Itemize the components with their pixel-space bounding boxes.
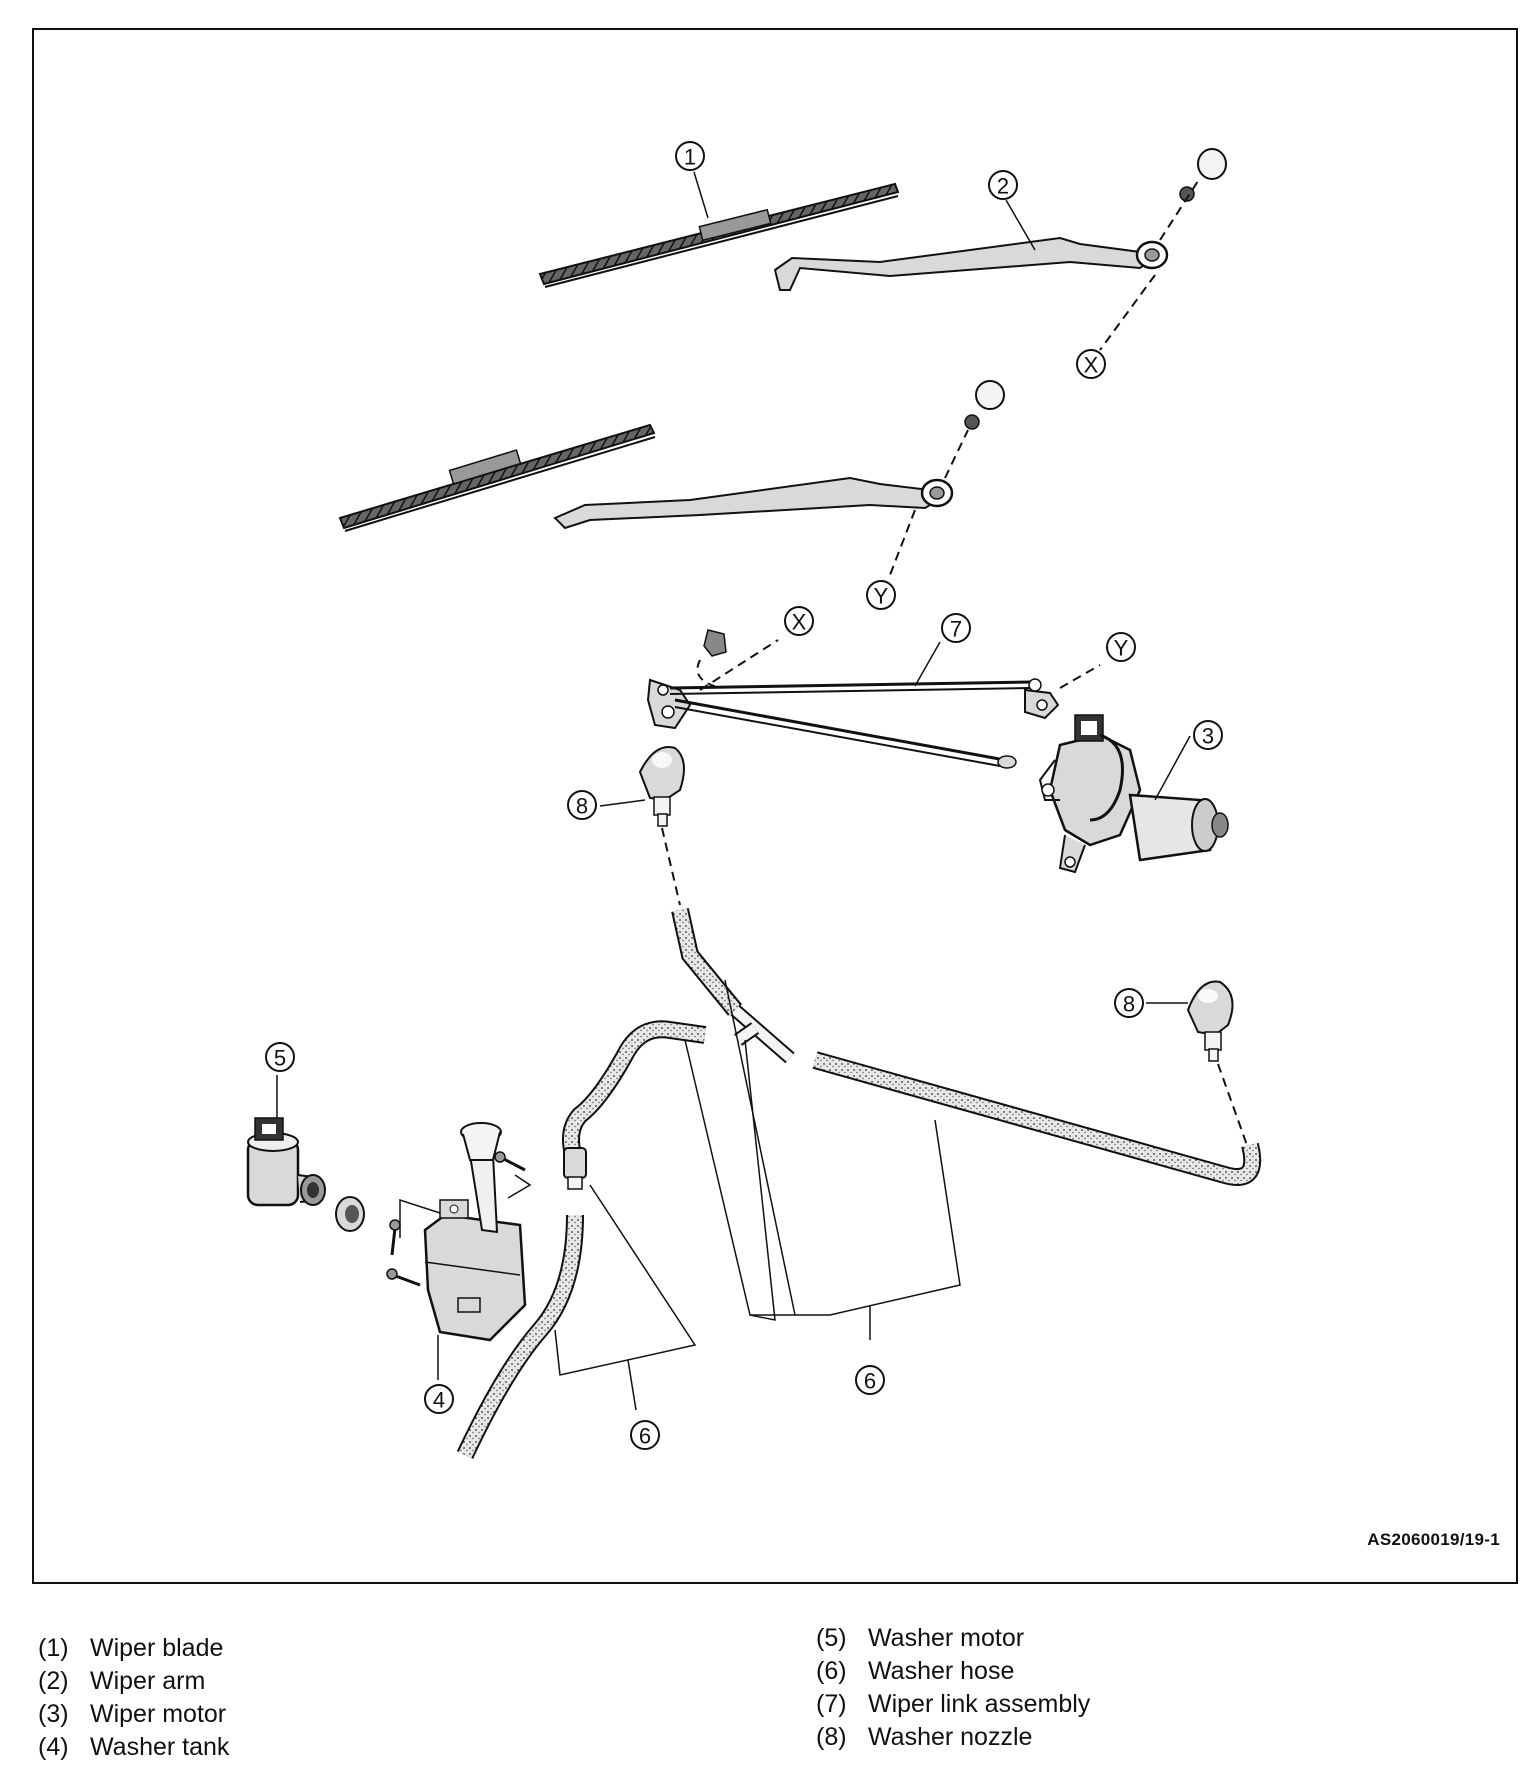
figure-reference-code: AS2060019/19-1 (1367, 1530, 1500, 1549)
washer-motor (246, 1075, 365, 1232)
wiper-arm-upper (773, 148, 1227, 351)
callout-label: Y (874, 584, 889, 609)
legend-item: (4) Washer tank (38, 1731, 229, 1764)
callout-3: 3 (1193, 720, 1223, 750)
legend-number: (6) (816, 1657, 847, 1685)
legend-label: Washer tank (90, 1733, 230, 1761)
wiper-link-assembly (646, 629, 1101, 769)
legend-right-column: (5) Washer motor (6) Washer hose (7) Wiper … (816, 1622, 1090, 1754)
legend-label: Washer hose (868, 1657, 1015, 1685)
callout-label: 8 (1123, 992, 1135, 1017)
callout-label: 8 (576, 794, 588, 819)
callout-label: Y (1114, 636, 1129, 661)
callout-label: 4 (433, 1388, 445, 1413)
callout-leaders (599, 171, 1191, 1004)
washer-nozzle-right (1186, 980, 1249, 1149)
legend-label: Wiper motor (90, 1700, 227, 1728)
legend-number: (4) (38, 1733, 69, 1761)
callout-6-right: 6 (855, 1365, 885, 1395)
washer-nozzle-upper (638, 746, 685, 906)
callout-7: 7 (941, 613, 971, 643)
callout-5: 5 (265, 1042, 295, 1072)
wiper-blade-upper (538, 182, 900, 288)
legend-item: (3) Wiper motor (38, 1698, 229, 1731)
legend-label: Wiper blade (90, 1634, 224, 1662)
legend-item: (1) Wiper blade (38, 1632, 229, 1665)
legend-number: (5) (816, 1624, 847, 1652)
legend-item: (7) Wiper link assembly (816, 1688, 1090, 1721)
wiper-blade-lower (338, 423, 656, 532)
wiper-motor (1038, 714, 1229, 874)
callout-6-left: 6 (630, 1420, 660, 1450)
legend-label: Wiper arm (90, 1667, 206, 1695)
diagram-frame (32, 28, 1518, 1584)
callout-label: X (792, 610, 807, 635)
callout-y-arm: Y (866, 580, 896, 610)
washer-hose-set (456, 908, 1262, 1459)
callout-label: 3 (1202, 724, 1214, 749)
washer-tank (386, 1122, 532, 1380)
legend-label: Wiper link assembly (868, 1690, 1091, 1718)
callout-label: X (1084, 353, 1099, 378)
callout-x-link: X (784, 606, 814, 636)
legend-number: (2) (38, 1667, 69, 1695)
callout-label: 1 (684, 145, 696, 170)
legend-number: (3) (38, 1700, 69, 1728)
callout-label: 5 (274, 1046, 286, 1071)
legend-left-column: (1) Wiper blade (2) Wiper arm (3) Wiper mot… (38, 1632, 229, 1764)
callout-x-top: X (1076, 349, 1106, 379)
legend-number: (7) (816, 1690, 847, 1718)
legend-item: (5) Washer motor (816, 1622, 1090, 1655)
callout-label: 6 (864, 1369, 876, 1394)
callout-label: 2 (997, 174, 1009, 199)
callout-y-link: Y (1106, 632, 1136, 662)
callout-1: 1 (675, 141, 705, 171)
legend-item: (2) Wiper arm (38, 1665, 229, 1698)
callout-8-right: 8 (1114, 988, 1144, 1018)
legend-number: (1) (38, 1634, 69, 1662)
callout-2: 2 (988, 170, 1018, 200)
legend-number: (8) (816, 1723, 847, 1751)
callout-label: 7 (950, 617, 962, 642)
callout-8-upper: 8 (567, 790, 597, 820)
legend-label: Washer nozzle (868, 1723, 1033, 1751)
legend-item: (8) Washer nozzle (816, 1721, 1090, 1754)
callout-4: 4 (424, 1384, 454, 1414)
wiper-arm-lower (553, 380, 1005, 576)
legend-item: (6) Washer hose (816, 1655, 1090, 1688)
legend-label: Washer motor (868, 1624, 1025, 1652)
callout-label: 6 (639, 1424, 651, 1449)
